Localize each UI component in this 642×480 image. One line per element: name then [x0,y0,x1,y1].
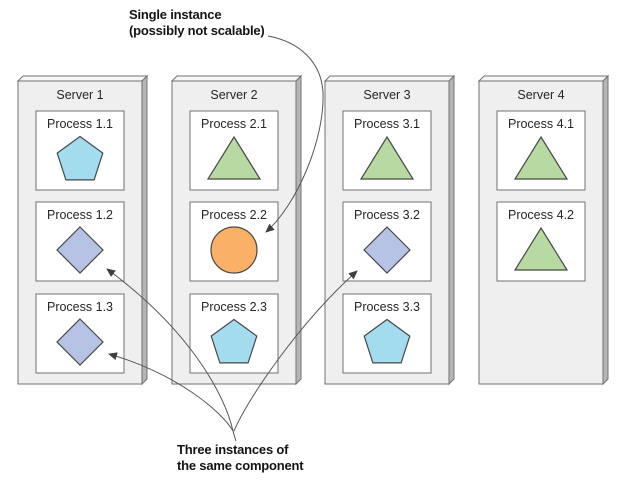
server-label: Server 4 [517,88,564,102]
three-instances-arrow-1 [106,268,234,432]
server-side-face [448,74,455,386]
server-label: Server 3 [363,88,410,102]
process-box-2-3: Process 2.3 [189,293,279,374]
process-label: Process 3.2 [354,208,420,222]
three-instances-arrow-3 [233,270,358,432]
annotation-single-instance-line1: Single instance [129,7,222,22]
annotation-three-instances: Three instances of the same component [177,442,304,473]
annotation-three-instances-line1: Three instances of [177,442,289,457]
server-label: Server 1 [56,88,103,102]
triangle-shape [513,226,569,271]
server-top-face [477,75,610,82]
process-label: Process 3.1 [354,117,420,131]
diamond-shape [56,318,104,366]
diamond-shape [56,226,104,274]
process-box-3-3: Process 3.3 [342,293,432,374]
arrow-fan-stem [232,430,237,442]
server-top-face [170,75,303,82]
three-instances-arrow-2 [108,352,234,432]
circle-shape [210,226,258,274]
process-box-1-1: Process 1.1 [35,110,125,191]
process-box-3-1: Process 3.1 [342,110,432,191]
annotation-single-instance-line2: (possibly not scalable) [129,22,265,38]
server-top-face [16,75,149,82]
process-box-4-2: Process 4.2 [496,201,586,282]
process-label: Process 1.2 [47,208,113,222]
process-box-3-2: Process 3.2 [342,201,432,282]
single-instance-arrow [265,35,324,233]
pentagon-shape [56,135,104,181]
server-top-face [323,75,456,82]
pentagon-shape [363,318,411,364]
process-label: Process 2.2 [201,208,267,222]
annotation-single-instance: Single instance (possibly not scalable) [129,7,265,38]
process-box-1-3: Process 1.3 [35,293,125,374]
server-label: Server 2 [210,88,257,102]
process-box-4-1: Process 4.1 [496,110,586,191]
triangle-shape [206,135,262,180]
diamond-shape [363,226,411,274]
process-box-2-2: Process 2.2 [189,201,279,282]
process-label: Process 2.3 [201,300,267,314]
process-box-1-2: Process 1.2 [35,201,125,282]
pentagon-shape [210,318,258,364]
process-label: Process 1.3 [47,300,113,314]
process-box-2-1: Process 2.1 [189,110,279,191]
server-side-face [141,74,148,386]
process-label: Process 2.1 [201,117,267,131]
process-label: Process 3.3 [354,300,420,314]
process-label: Process 4.2 [508,208,574,222]
triangle-shape [359,135,415,180]
triangle-shape [513,135,569,180]
server-side-face [295,74,302,386]
process-label: Process 4.1 [508,117,574,131]
server-side-face [602,74,609,386]
annotation-three-instances-line2: the same component [177,457,304,473]
process-label: Process 1.1 [47,117,113,131]
